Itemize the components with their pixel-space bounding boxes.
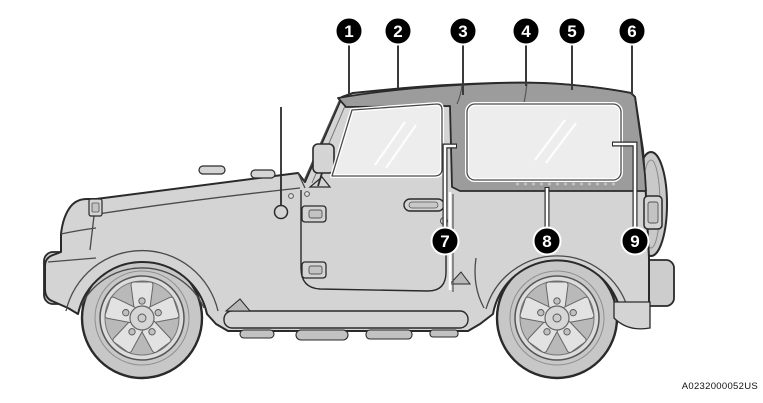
- callout-3: 3: [448, 16, 478, 46]
- antenna: [273, 107, 289, 220]
- callout-2: 2: [383, 16, 413, 46]
- rear-corner-guard: [613, 301, 651, 330]
- callout-7: 7: [430, 226, 460, 256]
- figure-reference-code: A0232000052US: [681, 381, 758, 392]
- callout-3-label: 3: [458, 22, 467, 41]
- door: [300, 190, 454, 292]
- cowl-bolts: [288, 191, 310, 199]
- callout-8: 8: [532, 226, 562, 256]
- callout-4: 4: [511, 16, 541, 46]
- door-hinge-upper: [301, 205, 327, 223]
- callout-1: 1: [334, 16, 364, 46]
- rocker-panel: [223, 271, 471, 329]
- side-mirror: [308, 143, 335, 188]
- callout-5: 5: [557, 16, 587, 46]
- leader-lines-top: [348, 44, 633, 95]
- hood-latches: [88, 165, 276, 217]
- callout-6-label: 6: [627, 22, 636, 41]
- callout-7-label: 7: [440, 232, 449, 251]
- callout-9: 9: [620, 226, 650, 256]
- callout-2-label: 2: [393, 22, 402, 41]
- leader-lines-bottom: [442, 141, 638, 228]
- door-window: [330, 102, 444, 178]
- rear-quarter-window: [465, 102, 623, 182]
- callout-4-label: 4: [521, 22, 531, 41]
- door-hinge-lower: [301, 261, 327, 279]
- callout-8-label: 8: [542, 232, 551, 251]
- taillight: [643, 195, 663, 230]
- callout-9-label: 9: [630, 232, 639, 251]
- callout-5-label: 5: [567, 22, 576, 41]
- callout-1-label: 1: [344, 22, 353, 41]
- underbody: [239, 329, 459, 341]
- callout-6: 6: [617, 16, 647, 46]
